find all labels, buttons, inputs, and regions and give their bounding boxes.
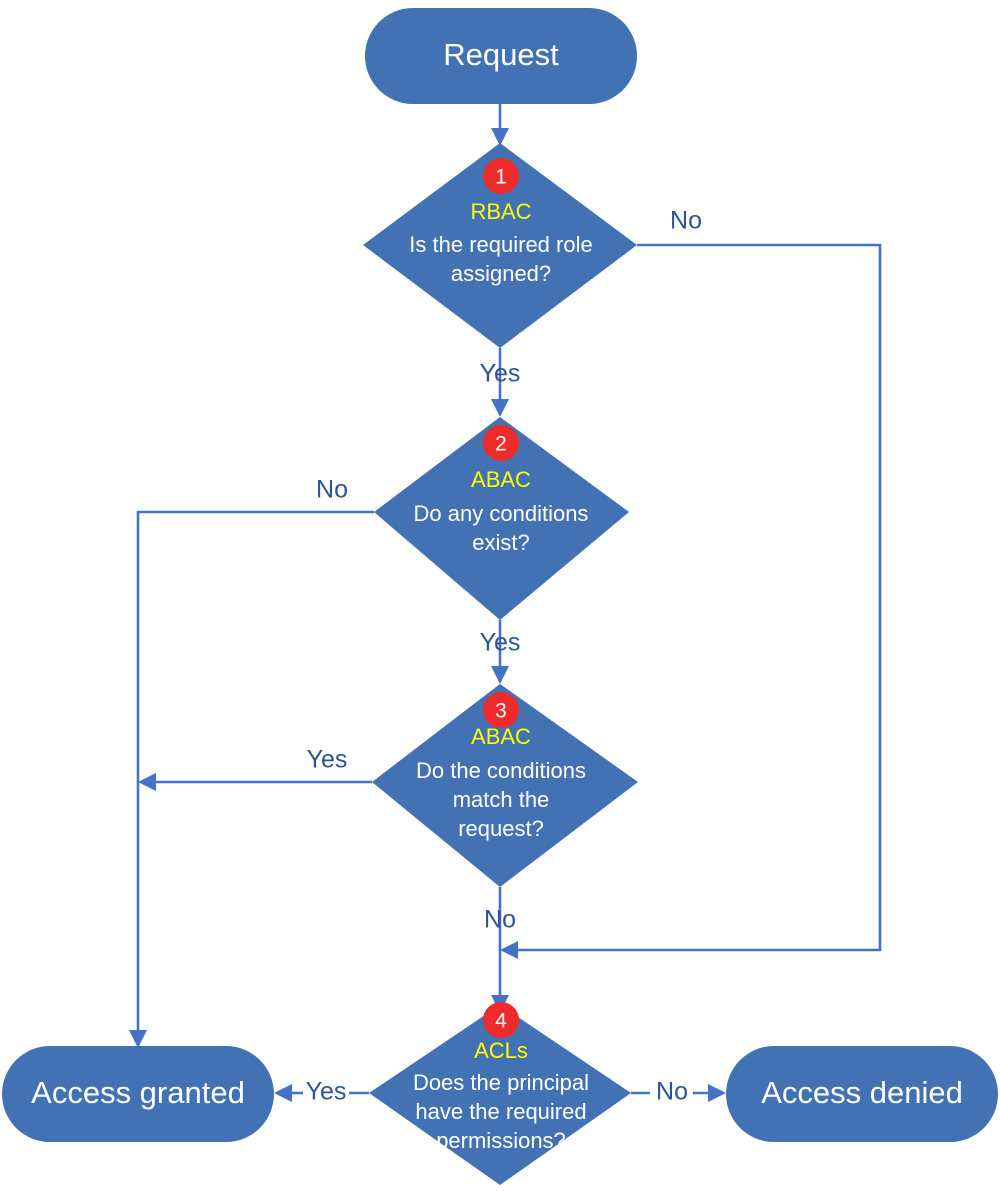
decision-2-badge-number: 2 xyxy=(495,433,507,456)
arrow-head-start-d1 xyxy=(491,128,509,146)
edge-decision1-no: No xyxy=(500,207,882,959)
decision-1-badge-circle xyxy=(483,158,519,194)
decision-4-question-line-2: have the required xyxy=(415,1099,586,1124)
decision-4-badge-circle xyxy=(483,1002,519,1038)
edge-label-d4-no: No xyxy=(656,1078,688,1106)
decision-2-question-line-2: exist? xyxy=(472,530,529,555)
decision-4-badge-number: 4 xyxy=(495,1010,507,1033)
edge-label-d2-yes: Yes xyxy=(480,629,521,657)
edge-decision3-yes: Yes xyxy=(138,746,372,791)
decision-2-badge-circle xyxy=(483,425,519,461)
decision-2-question-line-1: Do any conditions xyxy=(414,501,589,526)
edge-decision4-yes: Yes xyxy=(274,1078,369,1106)
request-label: Request xyxy=(443,37,559,72)
edge-decision2-no: No xyxy=(129,476,374,1048)
edge-label-d1-yes: Yes xyxy=(480,360,521,388)
access-denied-shape xyxy=(726,1046,998,1142)
decision-3-question-line-1: Do the conditions xyxy=(416,758,586,783)
decision-4-model-label: ACLs xyxy=(474,1038,528,1063)
decision-1-question-line-1: Is the required role xyxy=(409,232,592,257)
access-granted-label: Access granted xyxy=(31,1075,245,1110)
decision-4-question-line-1: Does the principal xyxy=(413,1070,589,1095)
node-decision-4-acls[interactable]: 4 ACLs Does the principal have the requi… xyxy=(369,1002,631,1185)
decision-2-shape xyxy=(374,417,629,620)
decision-3-badge-number: 3 xyxy=(495,700,507,723)
decision-1-question-line-2: assigned? xyxy=(451,261,551,286)
decision-1-badge-number: 1 xyxy=(495,166,507,189)
decision-3-question-line-3: request? xyxy=(458,816,544,841)
edge-label-d1-no: No xyxy=(670,207,702,235)
edge-label-d3-no: No xyxy=(484,906,516,934)
decision-3-badge-circle xyxy=(483,692,519,728)
arrow-head-d2-yes xyxy=(491,666,509,684)
node-decision-1-rbac[interactable]: 1 RBAC Is the required role assigned? xyxy=(363,143,637,348)
request-shape xyxy=(365,8,637,104)
edge-line-d1-no xyxy=(513,243,882,952)
arrow-head-d4-no xyxy=(708,1084,726,1102)
edge-decision2-yes: Yes xyxy=(480,620,521,684)
node-decision-3-abac[interactable]: 3 ABAC Do the conditions match the reque… xyxy=(372,684,638,887)
edge-label-d3-yes: Yes xyxy=(307,746,348,774)
arrow-head-d2-no xyxy=(129,1030,147,1048)
decision-3-question-line-2: match the xyxy=(453,787,550,812)
arrow-head-d3-yes xyxy=(138,773,156,791)
arrow-head-d4-yes xyxy=(274,1084,292,1102)
access-granted-shape xyxy=(2,1046,274,1142)
decision-3-shape xyxy=(372,684,638,887)
node-request[interactable]: Request xyxy=(365,8,637,104)
decision-1-model-label: RBAC xyxy=(470,199,531,224)
arrow-head-d1-yes xyxy=(491,399,509,417)
node-access-granted[interactable]: Access granted xyxy=(2,1046,274,1142)
edge-start-to-decision1 xyxy=(491,104,509,146)
decision-2-model-label: ABAC xyxy=(471,467,531,492)
edge-decision1-yes: Yes xyxy=(480,348,521,417)
decision-1-shape xyxy=(363,143,637,348)
decision-4-shape xyxy=(369,1005,631,1185)
edge-line-d2-no xyxy=(136,510,374,1034)
decision-3-model-label: ABAC xyxy=(471,724,531,749)
node-decision-2-abac[interactable]: 2 ABAC Do any conditions exist? xyxy=(374,417,629,620)
edge-label-d2-no: No xyxy=(316,476,348,504)
edge-decision4-no: No xyxy=(631,1078,726,1106)
edge-label-d4-yes: Yes xyxy=(306,1078,347,1106)
arrow-head-d1-no xyxy=(500,941,518,959)
node-access-denied[interactable]: Access denied xyxy=(726,1046,998,1142)
access-denied-label: Access denied xyxy=(761,1075,963,1110)
decision-4-question-line-3: permissions? xyxy=(436,1128,566,1153)
